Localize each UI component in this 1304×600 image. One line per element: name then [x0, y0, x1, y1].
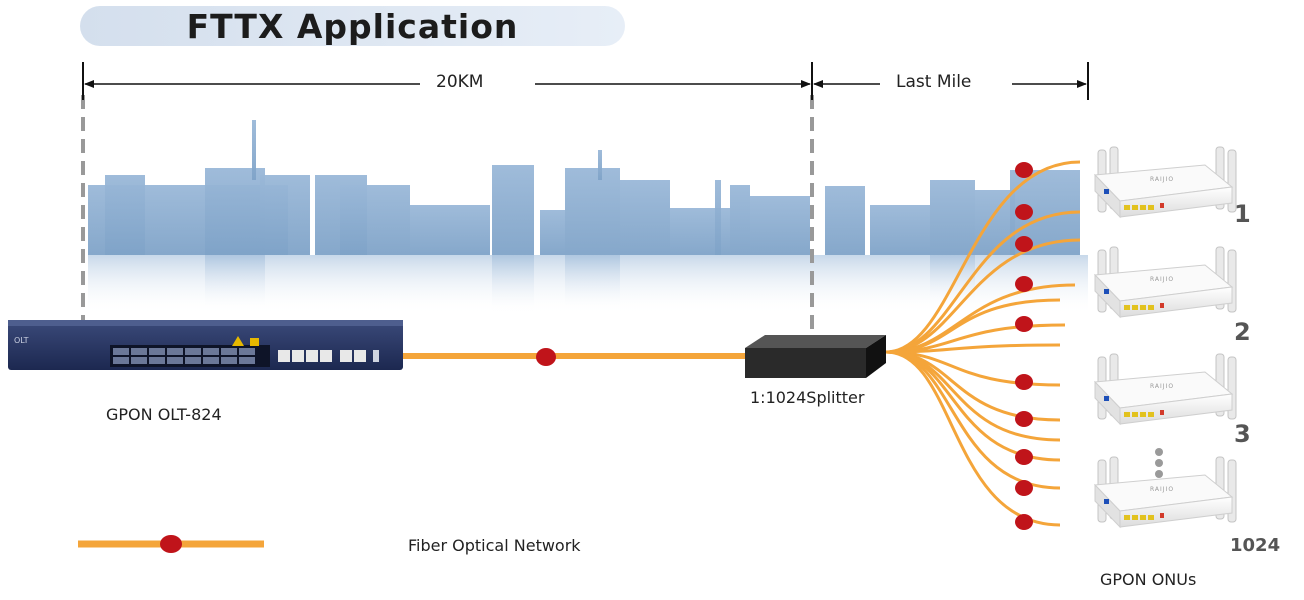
router-brand: RAIJIO	[1150, 486, 1174, 493]
fiber-node	[1015, 316, 1033, 332]
more-onus-ellipsis	[1155, 448, 1163, 478]
fiber-node	[1015, 162, 1033, 178]
title-banner: FTTX Application	[80, 6, 625, 46]
router-brand: RAIJIO	[1150, 276, 1174, 283]
onu-number: 1024	[1230, 535, 1281, 556]
legend-fiber-icon	[78, 535, 264, 553]
fiber-trunk	[403, 348, 752, 366]
fiber-branch	[885, 343, 1061, 354]
page-title: FTTX Application	[186, 6, 519, 46]
splitter-box-icon	[745, 335, 886, 378]
fiber-node	[1015, 514, 1033, 530]
fiber-node	[1015, 449, 1033, 465]
router-icon: RAIJIO	[1093, 246, 1237, 319]
fiber-node	[1015, 411, 1033, 427]
router-brand: RAIJIO	[1150, 383, 1174, 390]
fiber-node	[1015, 480, 1033, 496]
fiber-branch	[885, 160, 1081, 354]
distance-ticks	[82, 62, 1089, 100]
onu-number: 3	[1234, 420, 1251, 448]
router-brand: RAIJIO	[1150, 176, 1174, 183]
router-icon: RAIJIO	[1093, 353, 1237, 426]
olt-brand: OLT	[14, 336, 29, 345]
router-icon: RAIJIO	[1093, 146, 1237, 219]
fiber-node	[1015, 204, 1033, 220]
legend-label: Fiber Optical Network	[408, 536, 581, 555]
fiber-branch	[885, 298, 1061, 354]
fiber-node	[1015, 276, 1033, 292]
fiber-node	[1015, 236, 1033, 252]
onu-number: 2	[1234, 318, 1251, 346]
span-distance-label: 20KM	[430, 72, 490, 92]
olt-label: GPON OLT-824	[106, 405, 222, 424]
fiber-branch	[885, 350, 1061, 442]
fiber-node	[1015, 374, 1033, 390]
last-mile-label: Last Mile	[890, 72, 978, 92]
onu-group: RAIJIO RAIJIO RAIJIO RAIJIO	[1093, 146, 1237, 529]
fiber-fanout	[885, 160, 1081, 530]
onu-number: 1	[1234, 200, 1251, 228]
fiber-branch	[885, 238, 1081, 354]
splitter-label: 1:1024Splitter	[750, 388, 865, 407]
router-icon: RAIJIO	[1093, 456, 1237, 529]
fiber-node	[536, 348, 556, 366]
onu-label: GPON ONUs	[1100, 570, 1197, 589]
distance-dividers	[81, 95, 814, 340]
city-skyline-icon	[88, 120, 1088, 315]
olt-device-icon: OLT	[8, 320, 403, 370]
